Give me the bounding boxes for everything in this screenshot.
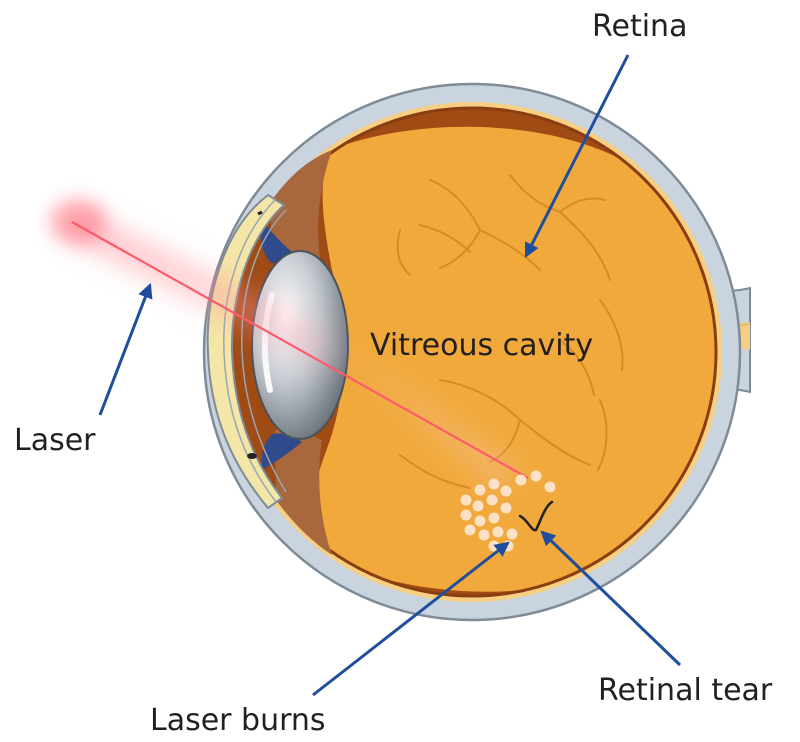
retina-label: Retina xyxy=(592,9,687,44)
laser-label: Laser xyxy=(14,423,96,458)
laser-arrow xyxy=(100,285,150,415)
vitreous-cavity-label: Vitreous cavity xyxy=(370,328,593,363)
laser-burns-label: Laser burns xyxy=(150,703,326,738)
retinal-tear-label: Retinal tear xyxy=(598,673,773,708)
